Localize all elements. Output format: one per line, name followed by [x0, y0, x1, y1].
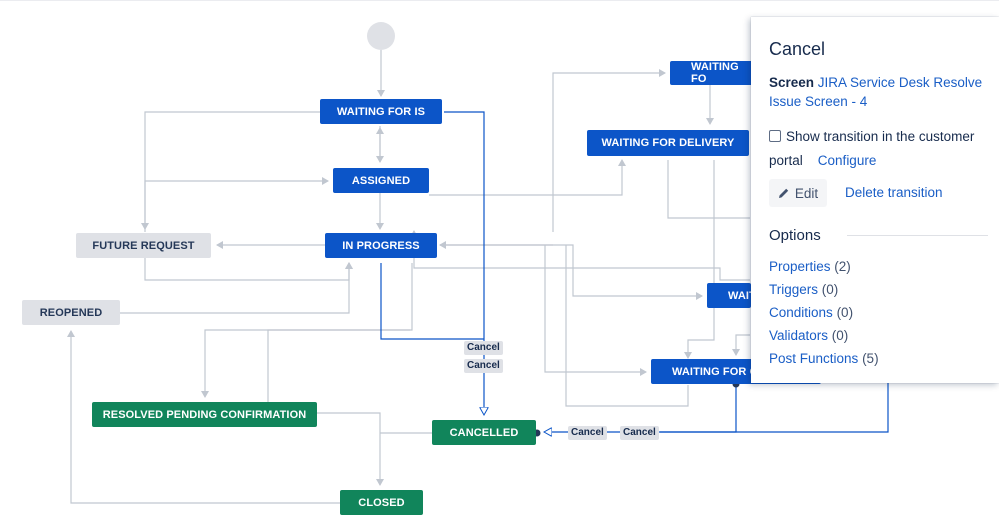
option-post-functions: Post Functions (5): [769, 347, 879, 370]
status-reopened[interactable]: REOPENED: [22, 300, 120, 325]
option-count: (2): [834, 259, 851, 274]
screen-link[interactable]: JIRA Service Desk Resolve Issue Screen -…: [769, 75, 983, 109]
edge-cu-back: [565, 245, 689, 407]
transition-label-cancel[interactable]: Cancel: [620, 426, 659, 440]
edge-closed-reopened: [67, 330, 340, 504]
transition-label-cancel[interactable]: Cancel: [464, 359, 503, 373]
show-transition-checkbox[interactable]: [769, 130, 781, 142]
edge-future-assigned: [144, 177, 329, 232]
option-link[interactable]: Triggers: [769, 282, 819, 297]
status-cancelled[interactable]: CANCELLED: [432, 420, 536, 445]
option-validators: Validators (0): [769, 324, 879, 347]
status-waiting-for-is[interactable]: WAITING FOR IS: [320, 99, 442, 124]
options-list: Properties (2) Triggers (0) Conditions (…: [769, 255, 879, 370]
show-transition-row: Show transition in the customer portal C…: [769, 125, 994, 173]
workflow-start-circle[interactable]: [367, 22, 395, 50]
option-triggers: Triggers (0): [769, 278, 879, 301]
option-link[interactable]: Validators: [769, 328, 829, 343]
delete-transition-link[interactable]: Delete transition: [845, 185, 943, 200]
edge-wait-cu-in-progress: [410, 230, 750, 281]
edit-button[interactable]: Edit: [769, 179, 827, 207]
top-divider: [0, 0, 999, 1]
option-link[interactable]: Conditions: [769, 305, 833, 320]
transition-label-cancel[interactable]: Cancel: [568, 426, 607, 440]
status-resolved-pending-confirmation[interactable]: RESOLVED PENDING CONFIRMATION: [92, 402, 317, 427]
show-transition-label: Show transition in the customer portal: [769, 129, 975, 168]
edge-in-progress-resolved: [201, 329, 410, 398]
edge-cancel-from-in-progress: [380, 263, 484, 340]
edge-waiting-future: [141, 111, 320, 230]
edit-label: Edit: [794, 185, 819, 201]
transition-details-panel: Cancel Screen JIRA Service Desk Resolve …: [751, 17, 999, 383]
option-properties: Properties (2): [769, 255, 879, 278]
status-future-request[interactable]: FUTURE REQUEST: [76, 233, 211, 258]
option-count: (5): [862, 351, 879, 366]
status-in-progress[interactable]: IN PROGRESS: [325, 233, 437, 258]
transition-label-cancel[interactable]: Cancel: [464, 341, 503, 355]
option-link[interactable]: Post Functions: [769, 351, 859, 366]
edge-reopened-in-progress: [120, 262, 353, 314]
configure-link[interactable]: Configure: [817, 153, 877, 168]
screen-row: Screen JIRA Service Desk Resolve Issue S…: [769, 73, 984, 111]
option-count: (0): [831, 328, 849, 343]
edge-future-in-progress: [144, 258, 353, 281]
options-divider: [847, 235, 988, 236]
options-heading: Options: [769, 227, 821, 244]
option-conditions: Conditions (0): [769, 301, 879, 324]
edge-assigned-delivery: [429, 159, 626, 196]
edge-resolved-closed: [317, 412, 384, 486]
screen-label: Screen: [769, 75, 815, 90]
edge-resolved-in-progress: [267, 263, 413, 402]
option-link[interactable]: Properties: [769, 259, 831, 274]
edge-in-progress-wait-mid: [440, 244, 703, 300]
edge-cancel-from-waiting-cu: [545, 384, 737, 432]
edge-delivery-cu: [684, 160, 715, 359]
edge-cancel-from-waiting-for-is: [444, 111, 484, 414]
status-assigned[interactable]: ASSIGNED: [333, 168, 429, 193]
option-count: (0): [836, 305, 854, 320]
edge-x-waiting-top: [552, 69, 666, 232]
edge-cancel-from-right: [660, 383, 889, 433]
status-closed[interactable]: CLOSED: [340, 490, 423, 515]
pencil-icon: [778, 188, 789, 198]
panel-title: Cancel: [769, 39, 826, 59]
edge-x-waiting-cu: [544, 245, 647, 376]
status-waiting-for-delivery[interactable]: WAITING FOR DELIVERY: [587, 130, 749, 156]
status-waiting-for-top[interactable]: WAITING FO: [670, 61, 754, 85]
edge-wait-cu-right: [732, 334, 750, 356]
option-count: (0): [821, 282, 839, 297]
status-waiting-mid[interactable]: WAIT: [707, 283, 751, 308]
edge-delivery-x: [667, 160, 750, 219]
